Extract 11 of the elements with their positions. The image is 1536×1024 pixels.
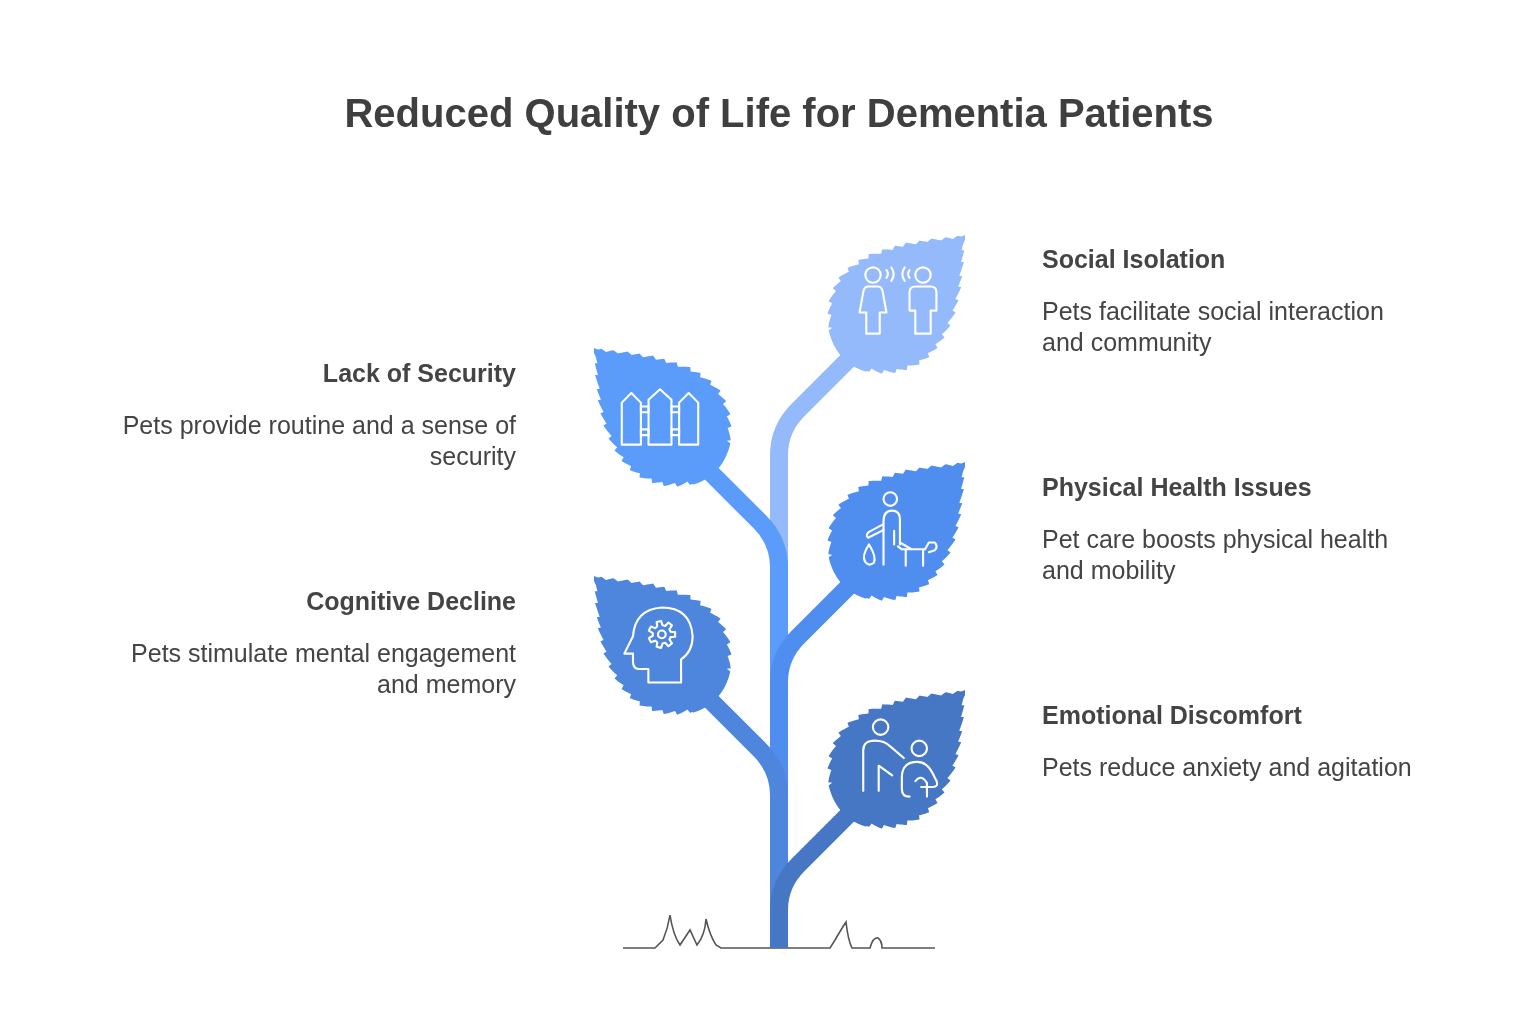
heading: Social Isolation: [1042, 244, 1227, 274]
description: Pets reduce anxiety and agitation: [1042, 752, 1413, 783]
heading: Lack of Security: [321, 358, 516, 388]
heading: Physical Health Issues: [1042, 472, 1313, 502]
title: Reduced Quality of Life for Dementia Patients: [344, 90, 1214, 137]
heading: Cognitive Decline: [305, 586, 516, 616]
description: Pets provide routine and a sense of security: [121, 410, 516, 472]
heading: Emotional Discomfort: [1042, 700, 1303, 730]
description: Pets facilitate social interaction and community: [1042, 296, 1385, 358]
description: Pet care boosts physical health and mobility: [1042, 524, 1390, 586]
description: Pets stimulate mental engagement and memory: [130, 638, 516, 700]
